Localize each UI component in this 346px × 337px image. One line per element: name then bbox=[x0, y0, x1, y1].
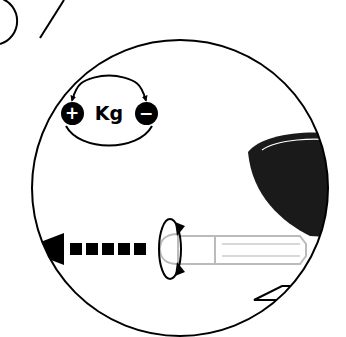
outer-fragment bbox=[0, 0, 17, 44]
knob bbox=[160, 234, 178, 264]
adjust-arc bbox=[66, 126, 152, 146]
unit-label: Kg bbox=[95, 102, 123, 124]
rotation-arrowhead bbox=[175, 222, 185, 236]
minus-symbol: − bbox=[135, 102, 158, 125]
leader-line bbox=[40, 0, 64, 38]
seat bbox=[248, 133, 346, 238]
detail-circle bbox=[32, 40, 328, 336]
direction-arrowhead bbox=[22, 233, 64, 265]
symbol-text: + bbox=[65, 105, 79, 122]
seat-seam bbox=[262, 139, 346, 150]
symbol-text: − bbox=[139, 105, 153, 122]
handle-groove bbox=[222, 244, 300, 256]
detail-view bbox=[22, 126, 346, 300]
handle-joint bbox=[214, 236, 216, 264]
handle-shaft bbox=[176, 236, 306, 264]
rotation-arrowhead bbox=[175, 262, 185, 276]
plus-symbol: + bbox=[61, 102, 84, 125]
direction-dashes bbox=[70, 243, 146, 255]
bracket-slot bbox=[300, 289, 326, 297]
bracket bbox=[254, 286, 340, 300]
adjust-arrow bbox=[72, 76, 146, 101]
